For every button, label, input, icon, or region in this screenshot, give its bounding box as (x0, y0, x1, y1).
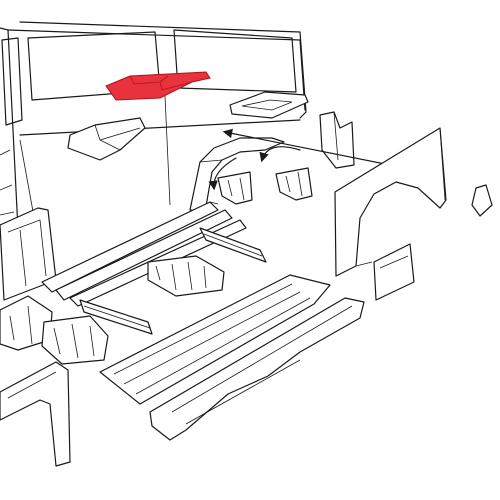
sill-step-panel[interactable] (149, 297, 365, 441)
outrigger-bracket[interactable] (147, 255, 225, 297)
seat-box-panel[interactable] (229, 91, 309, 119)
side-window-left (1, 37, 23, 126)
arch-bracket-right[interactable] (275, 167, 313, 201)
assembly-arrows (208, 128, 391, 191)
mounting-bracket[interactable] (67, 117, 146, 161)
upper-floor-panel[interactable] (105, 71, 211, 101)
rear-corner-piece[interactable] (471, 184, 493, 217)
rear-quarter-panel[interactable] (334, 127, 447, 277)
front-inner-arch[interactable] (0, 207, 57, 301)
floor-bracket-centre[interactable] (41, 315, 109, 365)
front-sill-piece[interactable] (0, 361, 71, 467)
cross-member-rear[interactable] (199, 227, 267, 263)
arch-bracket-left[interactable] (217, 171, 253, 205)
rear-pillar-panel[interactable] (319, 111, 355, 169)
inner-wheel-arch[interactable] (189, 137, 285, 213)
cross-member-mid[interactable] (79, 299, 153, 335)
main-floor-panel[interactable] (99, 274, 331, 405)
side-window-rear (173, 29, 297, 93)
rear-valance-piece[interactable] (373, 243, 415, 301)
floor-bracket-left[interactable] (0, 295, 53, 351)
